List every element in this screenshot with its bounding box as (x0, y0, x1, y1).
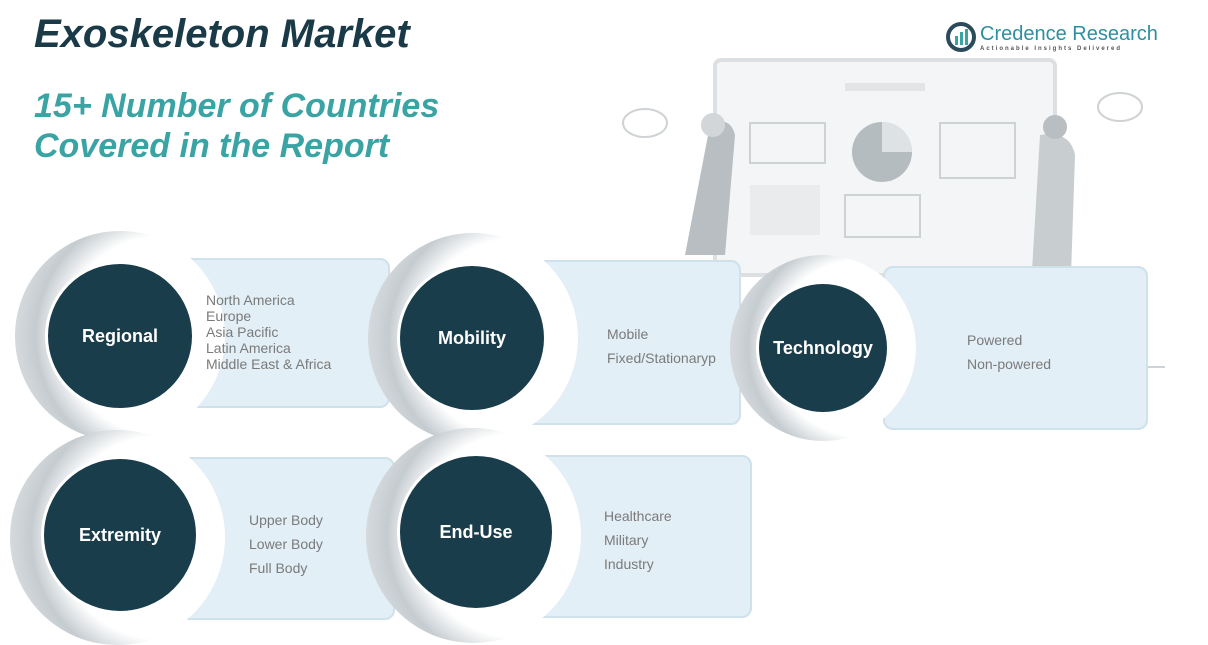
list-item: Lower Body (249, 536, 323, 552)
presentation-illustration (622, 58, 1165, 368)
logo-icon (946, 22, 976, 52)
segment-circle-extremity: Extremity (41, 456, 199, 614)
list-item: Industry (604, 556, 654, 572)
list-item: North America (206, 292, 295, 308)
segment-circle-end-use: End-Use (397, 453, 555, 611)
list-item: Latin America (206, 340, 291, 356)
subtitle-line-1: 15+ Number of Countries (34, 87, 440, 125)
list-item: Non-powered (967, 356, 1052, 372)
segment-card-technology (883, 266, 1148, 430)
subtitle-line-2: Covered in the Report (34, 127, 390, 165)
list-item: Military (604, 532, 649, 548)
list-item: Healthcare (604, 508, 672, 524)
list-item: Full Body (249, 560, 308, 576)
segment-circle-mobility: Mobility (397, 263, 547, 413)
list-item: Powered (967, 332, 1023, 348)
segment-circle-regional: Regional (45, 261, 195, 411)
segment-circle-technology: Technology (756, 281, 890, 415)
list-item: Mobile (607, 326, 649, 342)
list-item: Upper Body (249, 512, 323, 528)
list-item: Middle East & Africa (206, 356, 332, 372)
list-item: Fixed/Stationaryp (607, 350, 716, 366)
page-title: Exoskeleton Market (34, 12, 410, 56)
list-item: Asia Pacific (206, 324, 279, 340)
logo-tagline: Actionable Insights Delivered (980, 45, 1123, 52)
logo-name: Credence Research (980, 22, 1158, 45)
list-item: Europe (206, 308, 252, 324)
